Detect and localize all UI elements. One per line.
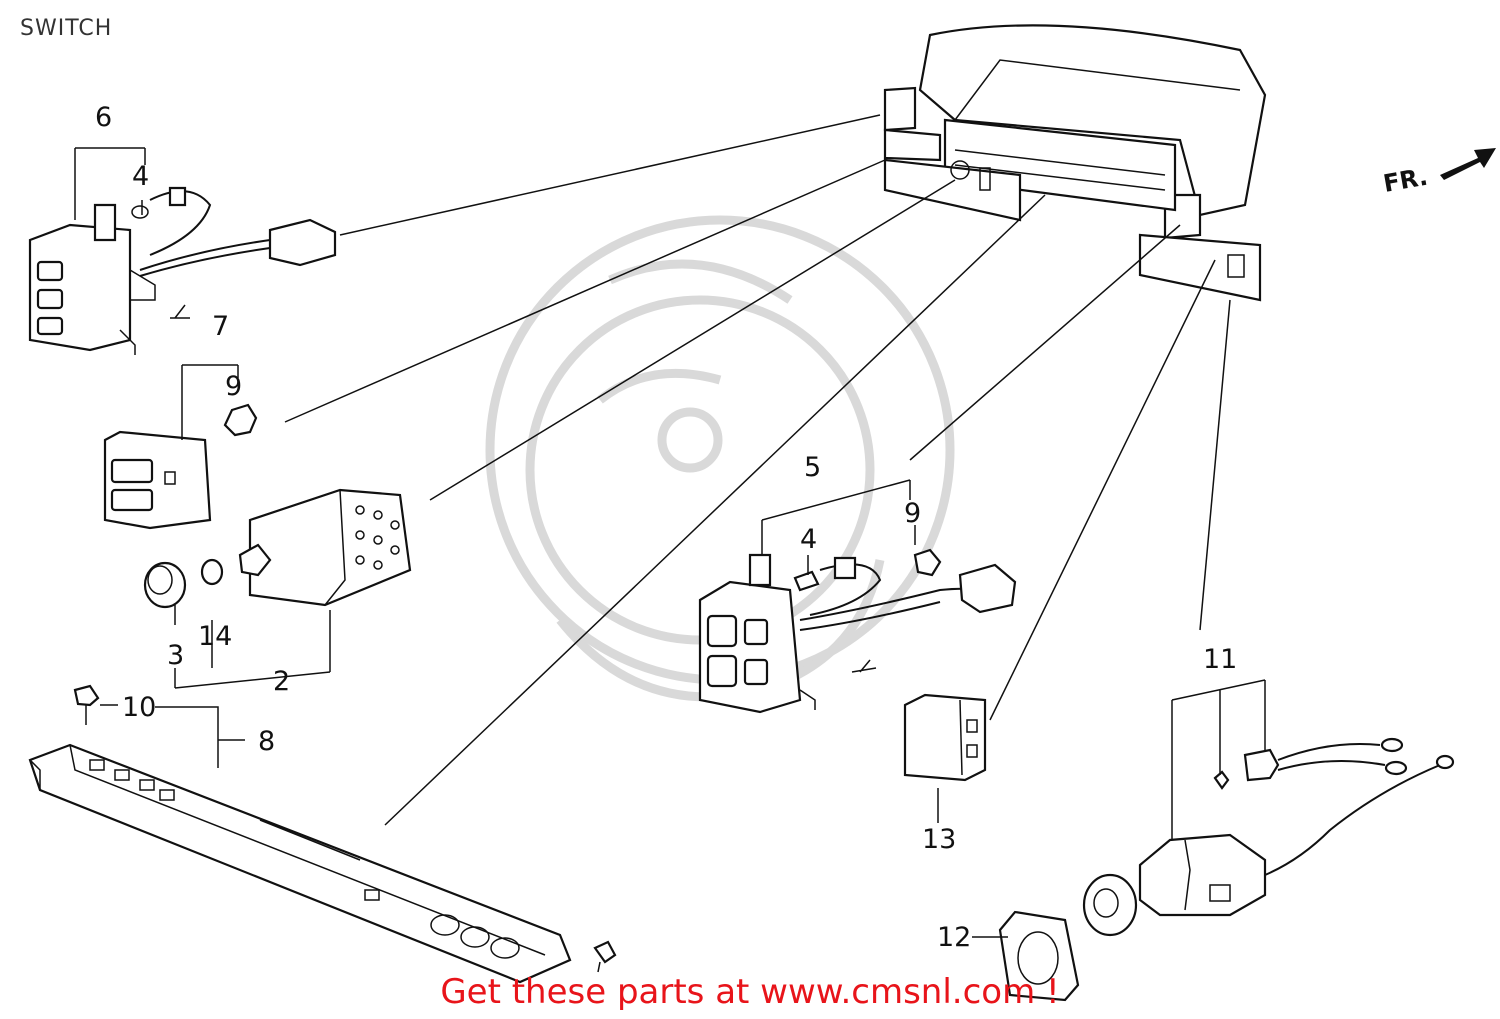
front-label: FR. [1381, 163, 1430, 198]
callout-14: 14 [198, 621, 232, 652]
callout-5: 5 [804, 452, 821, 483]
switch-block-2 [143, 488, 412, 625]
lighter-11 [1082, 737, 1455, 937]
callout-7: 7 [212, 311, 229, 342]
callout-12: 12 [937, 922, 971, 953]
callout-9-left: 9 [225, 371, 242, 402]
front-direction-indicator [1440, 148, 1496, 180]
callout-4-left: 4 [132, 161, 149, 192]
callout-3: 3 [167, 640, 184, 671]
callout-brackets [74, 147, 1266, 938]
callout-13: 13 [922, 824, 956, 855]
hood-switch-slot-left [883, 86, 917, 132]
page-title: SWITCH [20, 16, 113, 41]
callout-4-right: 4 [800, 524, 817, 555]
panel-8 [28, 684, 617, 984]
callout-2: 2 [273, 666, 290, 697]
callout-9-right: 9 [904, 498, 921, 529]
switch-assembly-5 [698, 548, 1017, 714]
callout-8: 8 [258, 726, 275, 757]
switch-assembly-6 [28, 186, 337, 355]
leader-lines [284, 114, 1231, 826]
ring-12 [998, 910, 1080, 1002]
callout-11: 11 [1203, 644, 1237, 675]
callout-6: 6 [95, 102, 112, 133]
footer-link-text[interactable]: Get these parts at www.cmsnl.com ! [440, 972, 1060, 1012]
cover-13 [903, 693, 987, 782]
switch-7 [103, 403, 258, 530]
instrument-panel-hood [883, 24, 1267, 302]
callout-10: 10 [122, 692, 156, 723]
